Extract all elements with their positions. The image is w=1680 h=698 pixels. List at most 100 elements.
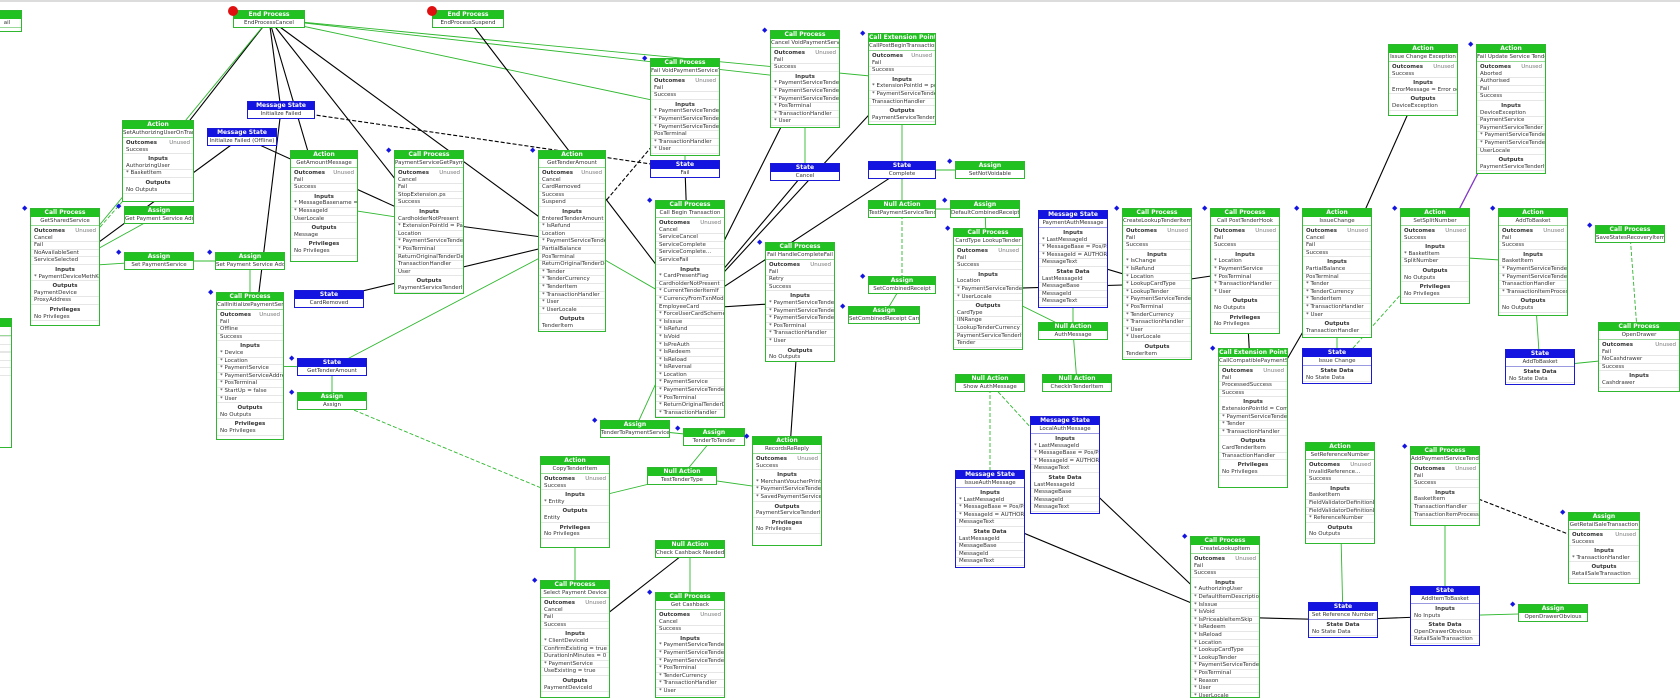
node-row: CardholderNotPresent bbox=[395, 216, 463, 224]
node-row: * TransactionHandler bbox=[1123, 319, 1191, 327]
node-type-icon: ◆ bbox=[1490, 204, 1496, 212]
node-row: NoCashdrawer bbox=[1599, 356, 1679, 364]
node-row: Success bbox=[217, 334, 283, 342]
outcomes-value: Unused bbox=[695, 78, 716, 84]
node-tl[interactable]: ail bbox=[0, 10, 22, 32]
node-row: Success bbox=[291, 184, 357, 192]
node-row: Success bbox=[1477, 93, 1545, 101]
outcomes-value: Unused bbox=[1445, 228, 1466, 234]
node-section: Privileges bbox=[1229, 314, 1261, 321]
node-row: PaymentServiceTenderItem bbox=[395, 285, 463, 293]
node-row: * ExtensionPointId = Paym bbox=[395, 223, 463, 231]
node-name: AddToBasket bbox=[1499, 217, 1567, 226]
outcomes-label: Outcomes bbox=[769, 262, 800, 268]
node-cp2[interactable]: Call ProcessPaymentServiceGetPaymenOutco… bbox=[394, 150, 464, 294]
node-name: Initialize Failed (Offline) bbox=[209, 138, 275, 144]
node-header: Action bbox=[123, 121, 193, 129]
node-row: No Outputs bbox=[766, 354, 834, 361]
outcomes-value: Unused bbox=[1235, 556, 1256, 562]
node-row: TenderItem bbox=[1123, 351, 1191, 359]
outcomes-label: Outcomes bbox=[542, 170, 573, 176]
node-row: B(1,3 bbox=[0, 368, 11, 376]
node-section: State Data bbox=[1523, 369, 1557, 375]
node-section: State Data bbox=[973, 528, 1007, 535]
outcomes-value: Unused bbox=[439, 170, 460, 176]
node-row: ReturnOriginalTenderDeta bbox=[539, 261, 605, 269]
node-row: * TenderCurrency bbox=[656, 673, 724, 681]
node-type-icon: ◆ bbox=[744, 432, 750, 440]
node-row: MessageId bbox=[1039, 291, 1107, 299]
node-row: MessageText bbox=[1039, 259, 1107, 267]
outcomes-label: Outcomes bbox=[544, 600, 575, 606]
node-type-icon: ◆ bbox=[532, 576, 538, 584]
edge-as4-act5 bbox=[331, 400, 576, 503]
node-header: Null Action bbox=[648, 468, 716, 476]
